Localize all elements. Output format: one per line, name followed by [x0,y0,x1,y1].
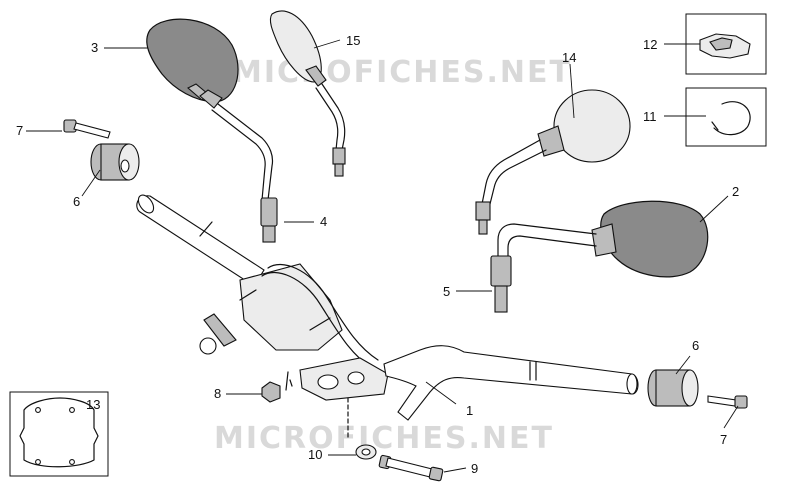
label-part-6-left: 6 [73,194,80,209]
bar-end-weight-left [90,143,140,181]
label-part-8: 8 [214,386,221,401]
bar-end-weight-right [647,369,699,407]
box-circlip-11 [685,87,767,147]
box-gasket-13 [9,391,109,477]
label-part-14: 14 [562,50,576,65]
nut-8 [261,371,293,403]
mirror-left-large [146,18,278,243]
label-part-11: 11 [643,109,657,124]
watermark-bottom: MICROFICHES.NET [214,421,554,456]
label-part-7-left: 7 [16,123,23,138]
leader-lines [26,39,739,473]
label-part-15: 15 [346,33,360,48]
label-part-13: 13 [86,397,100,412]
label-part-4: 4 [320,214,327,229]
bolt-top-left [63,119,111,139]
label-part-7-right: 7 [720,432,727,447]
handlebar-clamp-assembly [199,263,389,401]
handlebar-right-tube [383,345,639,421]
washer-10 [347,397,377,460]
mirror-right-large [490,200,709,313]
bolt-9 [378,454,444,482]
label-part-5: 5 [443,284,450,299]
part-labels: 1 2 3 4 5 6 6 7 7 8 9 10 11 12 13 14 15 [16,33,739,476]
label-part-1: 1 [466,403,473,418]
watermark-top: MICROFICHES.NET [232,55,572,90]
label-part-9: 9 [471,461,478,476]
label-part-12: 12 [643,37,657,52]
label-part-10: 10 [308,447,322,462]
label-part-6-right: 6 [692,338,699,353]
label-part-2: 2 [732,184,739,199]
label-part-3: 3 [91,40,98,55]
bolt-right [707,395,748,409]
mirror-small-light [269,10,346,177]
handlebar-left-tube [136,194,265,287]
